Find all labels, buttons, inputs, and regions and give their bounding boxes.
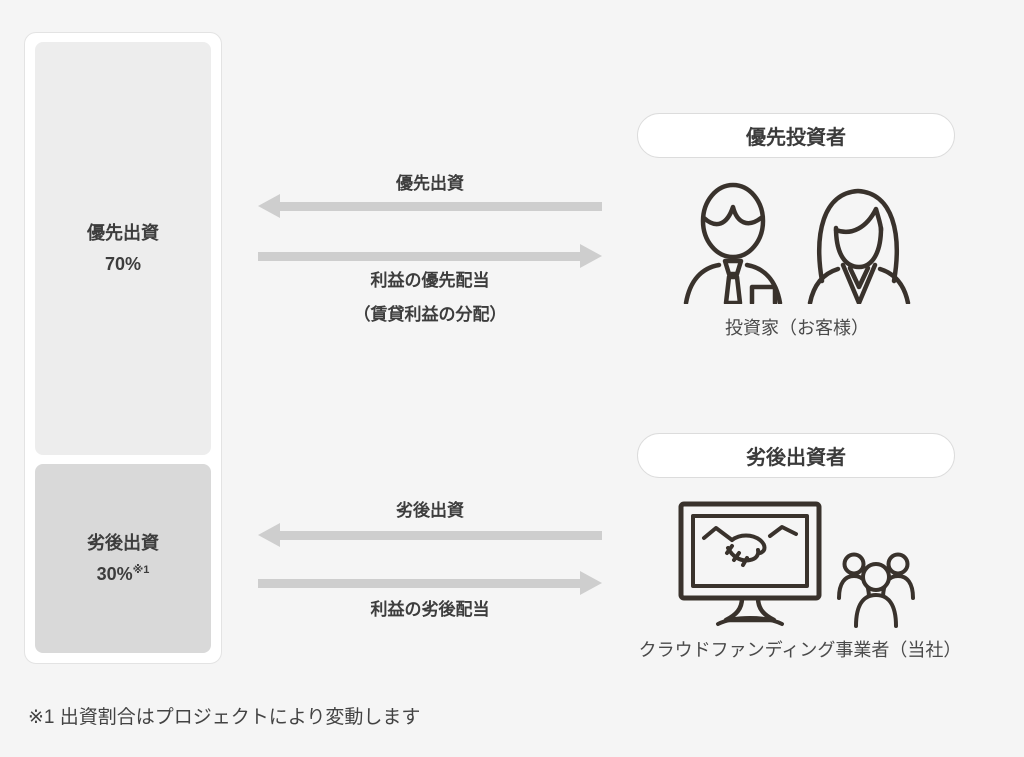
arrow-shaft: [258, 252, 582, 261]
investors-caption: 投資家（お客様）: [725, 318, 869, 338]
arrow-shaft: [278, 202, 602, 211]
subordinated-investor-badge: 劣後出資者: [637, 433, 955, 478]
senior-investment-ratio: 70%: [104, 254, 142, 274]
senior-dividend-label: 利益の優先配当: [370, 271, 490, 290]
male-investor-icon: [683, 182, 783, 304]
capital-stack-panel: 優先出資 70% 劣後出資 30%※1: [24, 32, 222, 664]
footnote: ※1 出資割合はプロジェクトにより変動します: [28, 707, 421, 728]
subordinated-ratio-value: 30%: [96, 564, 133, 584]
right-arrowhead-icon: [580, 571, 602, 595]
arrow-shaft: [258, 579, 582, 588]
operator-icon: [678, 501, 915, 628]
subordinated-dividend-arrow: [258, 571, 602, 595]
subordinated-investment-arrow: [258, 523, 602, 547]
subordinated-investment-flow-label: 劣後出資: [396, 501, 464, 520]
operator-caption: クラウドファンディング事業者（当社）: [638, 640, 962, 660]
subordinated-dividend-label: 利益の劣後配当: [370, 600, 490, 619]
subordinated-investment-box: 劣後出資 30%※1: [35, 464, 211, 653]
senior-dividend-sublabel: （賃貸利益の分配）: [353, 305, 507, 324]
subordinated-investment-ratio: 30%※1: [96, 564, 150, 584]
subordinated-investor-badge-label: 劣後出資者: [746, 447, 846, 469]
handshake-glyph: [702, 525, 798, 567]
senior-investor-badge: 優先投資者: [637, 113, 955, 158]
senior-investment-flow-label: 優先出資: [396, 174, 464, 193]
left-arrowhead-icon: [258, 523, 280, 547]
senior-investor-badge-label: 優先投資者: [746, 127, 846, 149]
senior-dividend-arrow: [258, 244, 602, 268]
people-group-icon: [837, 552, 915, 628]
senior-investment-arrow: [258, 194, 602, 218]
right-arrowhead-icon: [580, 244, 602, 268]
female-investor-icon: [807, 188, 911, 304]
ratio-footnote-marker: ※1: [132, 564, 150, 576]
senior-investment-label: 優先出資: [87, 223, 159, 243]
arrow-shaft: [278, 531, 602, 540]
senior-investment-box: 優先出資 70%: [35, 42, 211, 455]
investors-icon: [683, 182, 911, 304]
monitor-handshake-icon: [678, 501, 822, 626]
left-arrowhead-icon: [258, 194, 280, 218]
subordinated-investment-label: 劣後出資: [87, 533, 159, 553]
